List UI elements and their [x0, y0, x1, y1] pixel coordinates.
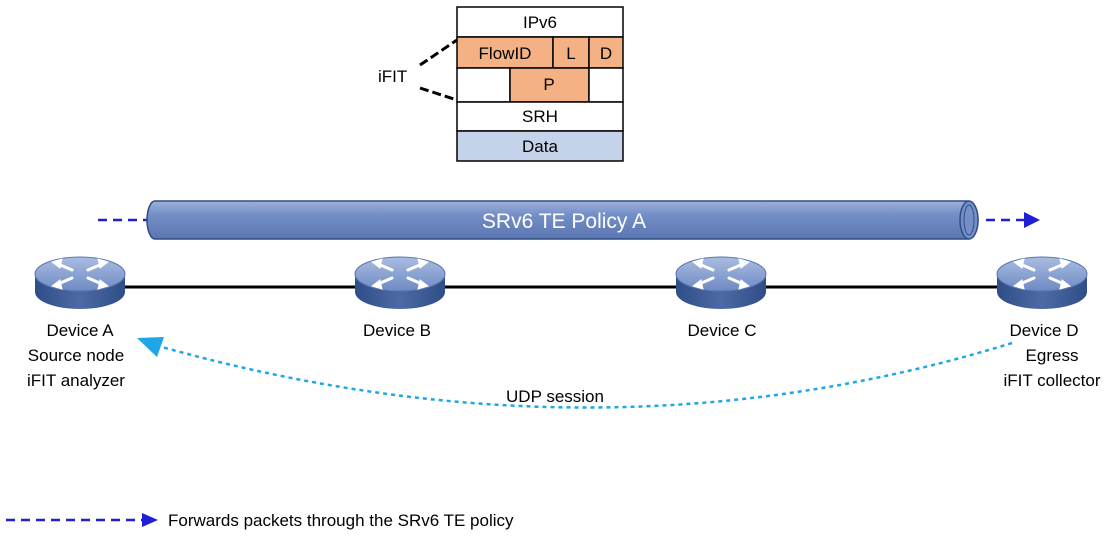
p-row-right: [588, 67, 624, 103]
udp-session-arrowhead: [137, 337, 164, 357]
flowid-field: [456, 36, 554, 69]
device-a-role-2: iFIT analyzer: [27, 371, 125, 390]
ipv6-row: [456, 6, 624, 38]
device-d-router-icon: [995, 255, 1089, 311]
legend-forward-label: Forwards packets through the SRv6 TE pol…: [168, 511, 514, 530]
udp-session-arc: [161, 341, 1013, 409]
device-a-role-1: Source node: [28, 346, 124, 365]
flowid-label: FlowID: [479, 44, 532, 63]
packet-header-stack: IPv6 FlowID L D P SRH Data iFIT: [378, 6, 624, 162]
p-row-left: [456, 67, 511, 103]
ifit-label: iFIT: [378, 67, 407, 86]
d-field: [588, 36, 624, 69]
legend: Forwards packets through the SRv6 TE pol…: [6, 511, 514, 530]
device-d-role-1: Egress: [1026, 346, 1079, 365]
device-c-name: Device C: [688, 321, 757, 340]
ifit-bracket: [419, 38, 458, 102]
l-label: L: [566, 44, 575, 63]
d-label: D: [600, 44, 612, 63]
data-label: Data: [522, 137, 558, 156]
srv6-te-policy-tunnel: SRv6 TE Policy A: [98, 200, 1040, 240]
device-d-role-2: iFIT collector: [1004, 371, 1101, 390]
srh-label: SRH: [522, 107, 558, 126]
device-a-router-icon: [33, 255, 127, 311]
p-label: P: [543, 75, 554, 94]
tunnel-label: SRv6 TE Policy A: [482, 210, 646, 233]
device-a-name: Device A: [46, 321, 114, 340]
device-b-router-icon: [353, 255, 447, 311]
udp-session-label: UDP session: [506, 387, 604, 406]
device-b-name: Device B: [363, 321, 431, 340]
forward-arrowhead: [1024, 212, 1040, 228]
device-c-router-icon: [674, 255, 768, 311]
legend-forward-arrowhead: [142, 513, 158, 527]
data-row: [456, 130, 624, 162]
tunnel-end: [959, 200, 979, 240]
device-d-name: Device D: [1010, 321, 1079, 340]
srh-row: [456, 101, 624, 132]
ipv6-label: IPv6: [523, 13, 557, 32]
